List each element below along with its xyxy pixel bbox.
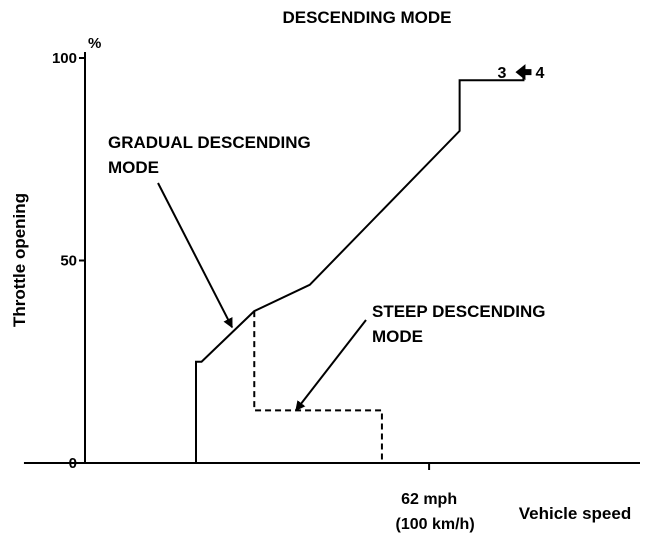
series-steep-descending-mode [253,311,383,463]
annotation-gear-3: 3 [498,65,507,82]
annotation-gradual-arrow [157,182,233,329]
annotation-gradual-line1: GRADUAL DESCENDING [108,133,311,152]
annotation-steep-line2: MODE [372,327,423,346]
x-axis-label: Vehicle speed [519,504,631,523]
annotation-gear-4: 4 [535,65,544,82]
annotation-steep-line1: STEEP DESCENDING [372,302,546,321]
y-unit-label: % [88,35,101,52]
y-tick-label-50: 50 [60,253,77,270]
shift-arrow-icon [515,64,532,81]
x-tick-label-62: 62 mph [401,491,457,508]
annotation-steep-arrow [295,319,367,412]
y-tick-label-100: 100 [52,50,77,67]
chart-title: DESCENDING MODE [282,8,451,27]
x-tick-sublabel-100kmh: (100 km/h) [396,516,475,533]
series-gradual-descending-mode [23,72,525,464]
y-axis-label: Throttle opening [10,193,29,327]
annotation-gradual-line2: MODE [108,158,159,177]
